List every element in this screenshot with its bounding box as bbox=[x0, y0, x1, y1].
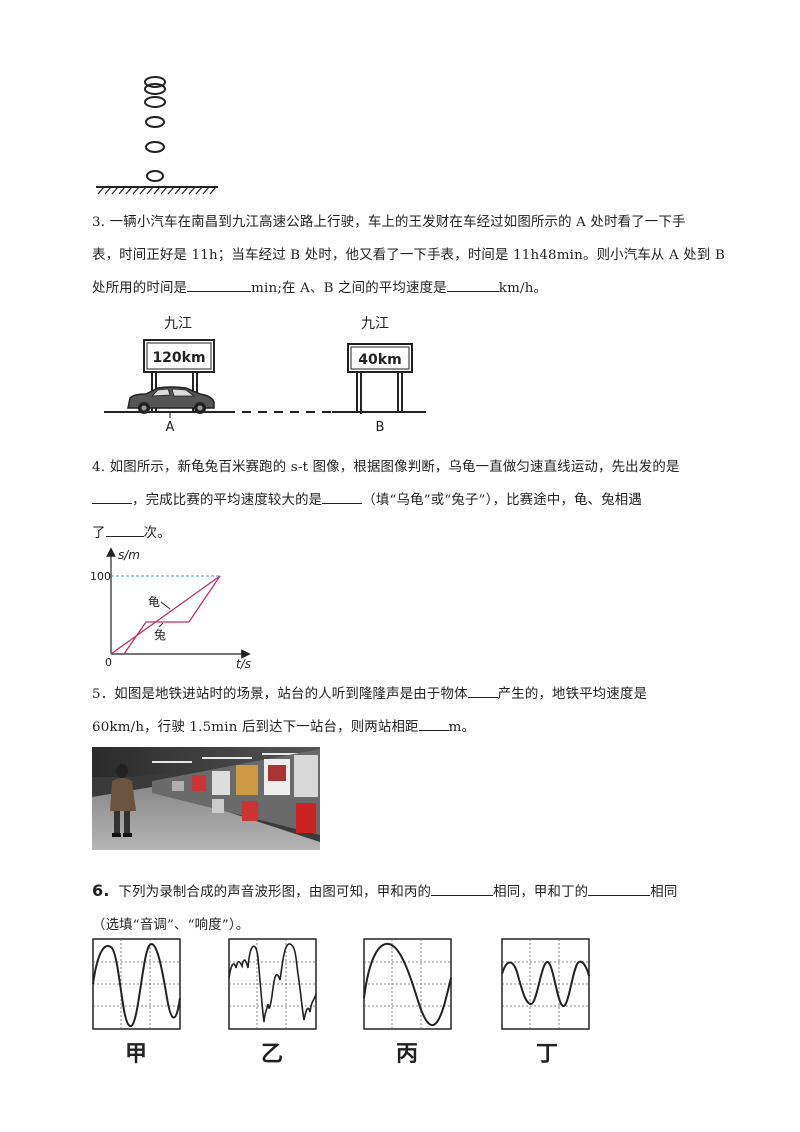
circle-ring bbox=[144, 76, 166, 88]
q3-line-2: 表，时间正好是 11h；当车经过 B 处时，他又看了一下手表，时间是 11h48… bbox=[92, 248, 725, 263]
waveform-label-bing: 丙 bbox=[396, 1042, 419, 1067]
waveform-jia bbox=[92, 938, 181, 1030]
point-a-label: A bbox=[166, 420, 175, 435]
q6-number: 6. bbox=[92, 881, 110, 900]
turtle-label: 龟 bbox=[148, 595, 160, 609]
turtle-line bbox=[110, 575, 221, 655]
x-axis-label: t/s bbox=[236, 657, 251, 670]
q4-line-1: 4. 如图所示，新龟兔百米赛跑的 s-t 图像，根据图像判断，乌龟一直做匀速直线… bbox=[92, 460, 680, 475]
question-6: 6. 下列为录制合成的声音波形图，由图可知，甲和丙的相同，甲和丁的相同 （选填“… bbox=[92, 874, 677, 942]
rabbit-label: 兔 bbox=[154, 627, 166, 642]
origin-label: 0 bbox=[105, 656, 112, 669]
q6-line-2: （选填“音调”、“响度”）。 bbox=[92, 918, 250, 933]
car-icon bbox=[127, 386, 215, 414]
waveform-yi bbox=[228, 938, 317, 1030]
subway-photo bbox=[92, 747, 320, 850]
train-windows bbox=[172, 755, 318, 833]
sign-b-distance: 40km bbox=[358, 352, 401, 368]
y-tick-100: 100 bbox=[90, 570, 111, 583]
circle-ring bbox=[146, 170, 164, 182]
point-b-label: B bbox=[376, 420, 385, 435]
waveform-label-yi: 乙 bbox=[261, 1042, 284, 1067]
question-4: 4. 如图所示，新龟兔百米赛跑的 s-t 图像，根据图像判断，乌龟一直做匀速直线… bbox=[92, 451, 680, 550]
q5-blank-distance[interactable] bbox=[418, 716, 449, 731]
q3-blank-time[interactable] bbox=[187, 277, 252, 292]
road-sign-figure: 九江 120km 九江 40km A B bbox=[104, 316, 426, 435]
sign-a-board bbox=[143, 339, 215, 373]
q3-blank-speed[interactable] bbox=[446, 277, 499, 292]
q4-line-3: 了次。 bbox=[92, 517, 680, 550]
q6-line-1: 6. 下列为录制合成的声音波形图，由图可知，甲和丙的相同，甲和丁的相同 bbox=[92, 881, 678, 900]
waveform-ding bbox=[501, 938, 590, 1030]
sign-a-distance: 120km bbox=[152, 350, 205, 366]
waveform-bing bbox=[363, 938, 452, 1030]
q4-blank-meet[interactable] bbox=[105, 522, 144, 537]
circle-ring bbox=[145, 116, 165, 128]
circle-ring bbox=[145, 141, 165, 153]
st-graph: s/m t/s 100 0 龟 兔 bbox=[90, 547, 251, 670]
stacked-circles-figure bbox=[96, 76, 218, 195]
sign-b-city: 九江 bbox=[361, 316, 389, 332]
y-axis-label: s/m bbox=[118, 548, 140, 562]
circle-ring bbox=[144, 96, 166, 108]
q4-line-2: ，完成比赛的平均速度较大的是（填“乌龟”或“兔子”），比赛途中，龟、兔相遇 bbox=[92, 484, 680, 517]
q5-blank-source[interactable] bbox=[467, 683, 498, 698]
person-figure bbox=[110, 764, 136, 837]
sign-a-city: 九江 bbox=[164, 316, 192, 332]
ground-hatching bbox=[97, 186, 217, 195]
waveform-label-jia: 甲 bbox=[125, 1042, 148, 1067]
q6-blank-2[interactable] bbox=[588, 881, 651, 896]
rabbit-line bbox=[123, 575, 221, 655]
circle-ring bbox=[144, 83, 166, 95]
question-5: 5．如图是地铁进站时的场景，站台的人听到隆隆声是由于物体产生的，地铁平均速度是 … bbox=[92, 678, 647, 744]
sign-b-board bbox=[347, 343, 413, 373]
q4-blank-faster[interactable] bbox=[322, 489, 363, 504]
question-3: 3. 一辆小汽车在南昌到九江高速公路上行驶，车上的王发财在车经过如图所示的 A … bbox=[92, 206, 725, 305]
q6-blank-1[interactable] bbox=[431, 881, 494, 896]
waveform-label-ding: 丁 bbox=[536, 1042, 559, 1067]
q5-line-1: 5．如图是地铁进站时的场景，站台的人听到隆隆声是由于物体产生的，地铁平均速度是 bbox=[92, 678, 647, 711]
q4-blank-first[interactable] bbox=[92, 489, 132, 504]
q3-line-1: 3. 一辆小汽车在南昌到九江高速公路上行驶，车上的王发财在车经过如图所示的 A … bbox=[92, 215, 686, 230]
